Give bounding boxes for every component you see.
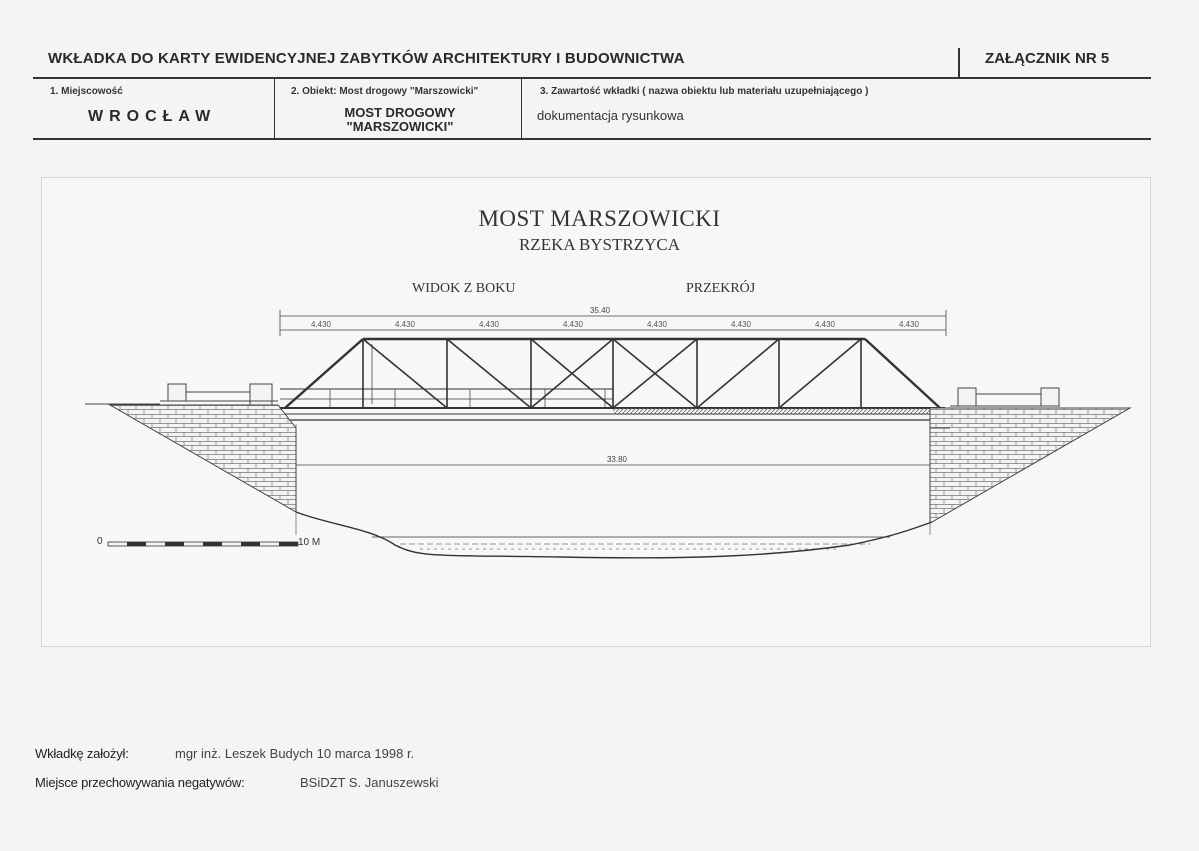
scale-bar <box>107 541 299 547</box>
author-value: mgr inż. Leszek Budych 10 marca 1998 r. <box>175 746 415 761</box>
scale-start-label: 0 <box>97 536 103 547</box>
panel-length-5: 4.430 <box>647 320 668 329</box>
right-abutment <box>929 387 1132 523</box>
header-divider-vertical <box>958 48 960 78</box>
panel-length-2: 4.430 <box>395 320 416 329</box>
content-label: 3. Zawartość wkładki ( nazwa obiektu lub… <box>540 86 869 97</box>
panel-length-labels: 4.430 4.430 4.430 4.430 4.430 4.430 4.43… <box>311 320 920 329</box>
place-value: WROCŁAW <box>88 108 217 125</box>
annex-number: ZAŁĄCZNIK NR 5 <box>985 50 1110 67</box>
panel-length-6: 4.430 <box>731 320 752 329</box>
object-value: MOST DROGOWY "MARSZOWICKI" <box>280 106 520 134</box>
truss <box>280 337 945 409</box>
panel-length-7: 4.430 <box>815 320 836 329</box>
span-dimension <box>295 424 931 535</box>
object-value-line2: "MARSZOWICKI" <box>346 119 454 134</box>
header-rule <box>33 77 1151 79</box>
object-value-line1: MOST DROGOWY <box>344 105 456 120</box>
content-value: dokumentacja rysunkowa <box>537 108 684 123</box>
panel-length-3: 4.430 <box>479 320 500 329</box>
view-side-label: WIDOK Z BOKU <box>412 281 516 296</box>
drawing-subtitle: RZEKA BYSTRZYCA <box>518 235 681 254</box>
object-label: 2. Obiekt: Most drogowy "Marszowicki" <box>291 86 479 97</box>
top-dimension <box>279 310 947 336</box>
scale-end-label: 10 M <box>298 537 320 548</box>
storage-label: Miejsce przechowywania negatywów: <box>35 775 245 790</box>
field-divider-1 <box>274 79 275 139</box>
riverbed <box>295 511 933 559</box>
fields-bottom-rule <box>33 138 1151 140</box>
field-divider-2 <box>521 79 522 139</box>
view-section-label: PRZEKRÓJ <box>686 281 756 296</box>
drawing-title: MOST MARSZOWICKI <box>478 206 721 231</box>
total-length-label: 35.40 <box>590 306 611 315</box>
author-label: Wkładkę założył: <box>35 746 129 761</box>
storage-value: BSiDZT S. Januszewski <box>300 775 439 790</box>
left-abutment <box>85 383 297 513</box>
panel-length-8: 4.430 <box>899 320 920 329</box>
panel-length-4: 4.430 <box>563 320 584 329</box>
panel-length-1: 4.430 <box>311 320 332 329</box>
place-label: 1. Miejscowość <box>50 86 123 97</box>
card-title: WKŁADKA DO KARTY EWIDENCYJNEJ ZABYTKÓW A… <box>48 50 685 67</box>
span-length-label: 33.80 <box>607 455 628 464</box>
